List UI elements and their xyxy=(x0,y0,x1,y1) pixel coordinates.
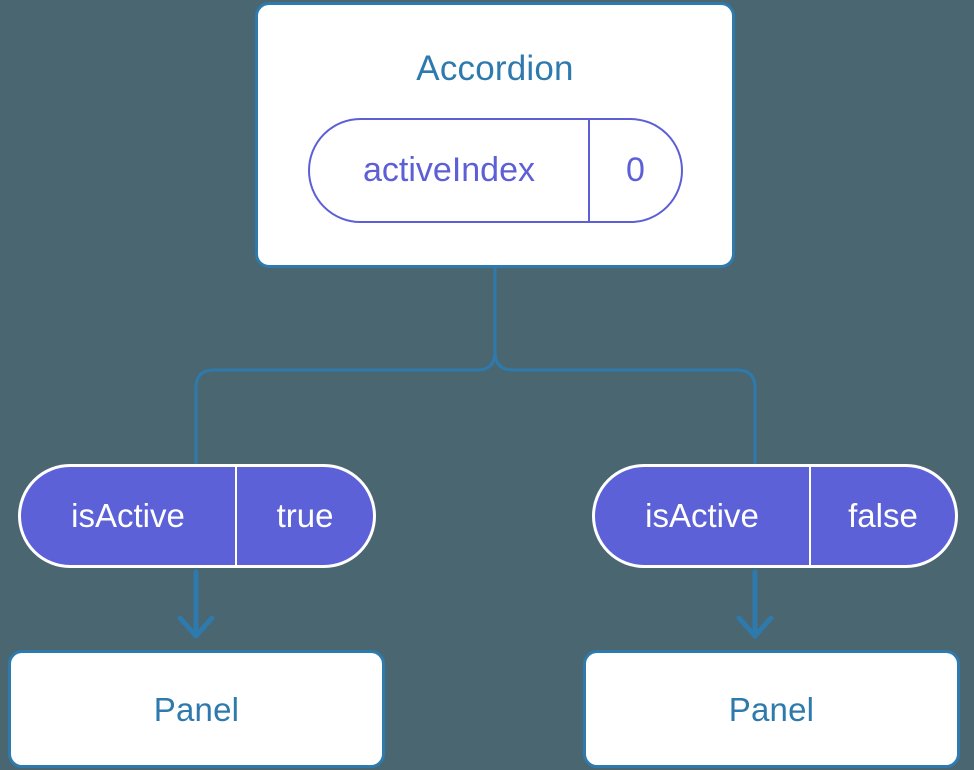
panel-title-right: Panel xyxy=(728,690,815,728)
arrow-down-icon-right xyxy=(736,569,774,639)
prop-pill-is-active-true[interactable]: isActive true xyxy=(18,464,376,568)
panel-title-left: Panel xyxy=(153,690,240,728)
prop-pill-is-active-false[interactable]: isActive false xyxy=(592,464,958,568)
panel-component-card-right[interactable]: Panel xyxy=(583,650,960,768)
state-pill-active-index[interactable]: activeIndex 0 xyxy=(308,118,683,223)
arrow-down-icon-left xyxy=(177,569,215,639)
state-key-label: activeIndex xyxy=(363,151,535,189)
prop-value-label: true xyxy=(235,467,373,565)
prop-key-label: isActive xyxy=(645,497,759,534)
prop-value-label: false xyxy=(809,467,955,565)
connector-branch-right xyxy=(493,266,757,468)
state-value-label: 0 xyxy=(588,120,681,221)
panel-component-card-left[interactable]: Panel xyxy=(8,650,385,768)
accordion-title: Accordion xyxy=(416,49,574,88)
prop-key-label: isActive xyxy=(71,497,185,534)
connector-branch-left xyxy=(194,266,497,468)
